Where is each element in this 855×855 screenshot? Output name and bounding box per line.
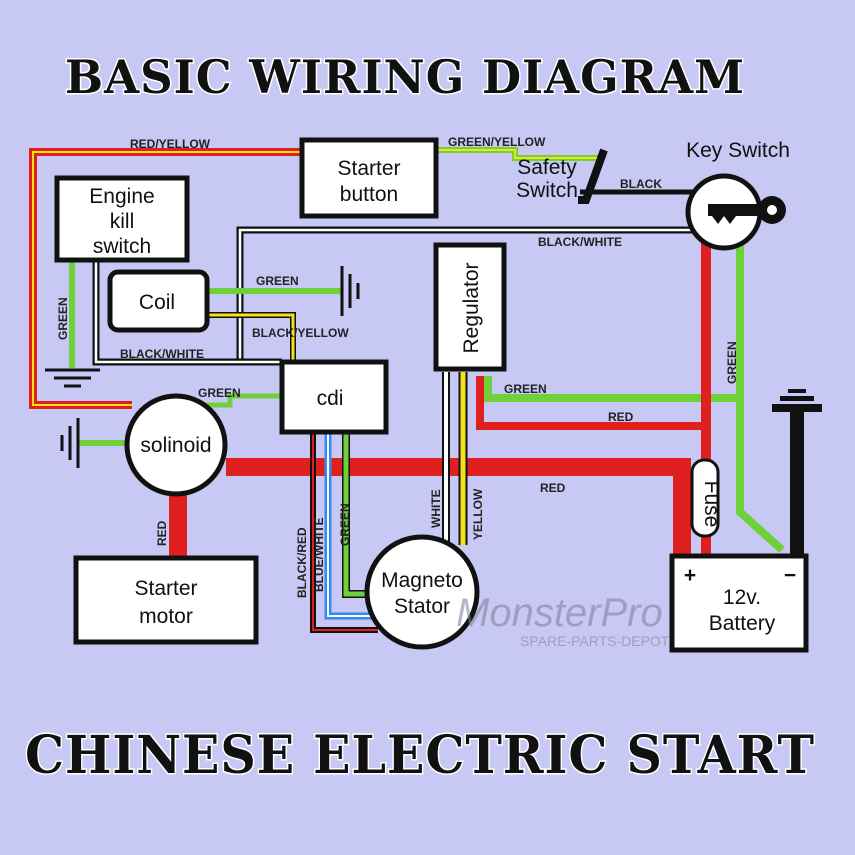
label-green-regulator: GREEN <box>504 382 547 396</box>
label-green-solenoid: GREEN <box>198 386 241 400</box>
label-red-regulator: RED <box>608 410 634 424</box>
title-top: BASIC WIRING DIAGRAM <box>65 50 745 104</box>
key-switch: Key Switch <box>685 139 790 251</box>
wire-black-yellow <box>207 312 296 362</box>
safety-switch: Safety Switch <box>516 148 608 204</box>
watermark-brand: MonsterPro <box>456 591 663 635</box>
label-green-stator: GREEN <box>338 503 352 546</box>
wire-green-regulator <box>484 376 740 402</box>
battery: + − 12v. Battery <box>669 553 809 653</box>
coil: Coil <box>107 269 210 333</box>
battery-line2: Battery <box>709 612 776 635</box>
battery-plus: + <box>684 564 696 587</box>
kill-switch-line1: Engine <box>89 185 154 208</box>
wire-black-white-left <box>92 258 282 366</box>
engine-kill-switch: Engine kill switch <box>54 175 190 263</box>
label-red-yellow: RED/YELLOW <box>130 137 211 151</box>
ground-icon-kill <box>45 368 100 388</box>
label-green-kill: GREEN <box>56 297 70 340</box>
wires <box>29 147 822 633</box>
stator-line2: Stator <box>394 595 450 618</box>
key-switch-label: Key Switch <box>686 139 790 162</box>
wire-red-yellow <box>29 148 302 409</box>
starter-button-line2: button <box>340 183 398 206</box>
fuse: Fuse <box>690 458 723 538</box>
label-black-red: BLACK/RED <box>295 527 309 598</box>
solenoid: solinoid <box>124 393 228 497</box>
fuse-label: Fuse <box>700 481 723 528</box>
label-green-key: GREEN <box>725 341 739 384</box>
watermark-logo: MonsterPro SPARE-PARTS-DEPOT <box>456 591 670 649</box>
safety-switch-line1: Safety <box>517 156 577 179</box>
label-red-starter: RED <box>155 520 169 546</box>
solenoid-label: solinoid <box>140 434 211 457</box>
starter-button-line1: Starter <box>337 157 400 180</box>
title-bottom: CHINESE ELECTRIC START <box>25 725 815 786</box>
label-green-coil: GREEN <box>256 274 299 288</box>
wire-green-stator <box>342 432 372 598</box>
wire-red-regulator <box>476 376 704 430</box>
label-white: WHITE <box>429 489 443 528</box>
watermark-sub: SPARE-PARTS-DEPOT <box>520 633 670 649</box>
wire-labels: RED/YELLOW GREEN/YELLOW BLACK BLACK/WHIT… <box>56 135 739 598</box>
battery-minus: − <box>784 564 796 587</box>
label-yellow: YELLOW <box>471 488 485 540</box>
safety-switch-lever-icon <box>578 148 608 204</box>
starter-button: Starter button <box>299 137 439 219</box>
kill-switch-line3: switch <box>93 235 151 258</box>
ground-icon-coil <box>340 266 360 316</box>
label-black-white-left: BLACK/WHITE <box>120 347 204 361</box>
kill-switch-line2: kill <box>110 210 135 233</box>
wire-green-key <box>736 240 785 553</box>
coil-label: Coil <box>139 291 175 314</box>
label-black-yellow: BLACK/YELLOW <box>252 326 349 340</box>
magneto-stator: Magneto Stator <box>364 534 480 650</box>
safety-switch-line2: Switch <box>516 179 578 202</box>
starter-motor: Starter motor <box>73 555 259 645</box>
regulator: Regulator <box>433 242 507 372</box>
starter-motor-line1: Starter <box>134 577 197 600</box>
wire-red-main <box>226 458 691 556</box>
wire-green-yellow <box>434 147 600 161</box>
label-red-main: RED <box>540 481 566 495</box>
label-blue-white: BLUE/WHITE <box>312 517 326 592</box>
label-black: BLACK <box>620 177 662 191</box>
battery-terminal-cap <box>772 404 822 412</box>
key-icon <box>708 196 786 224</box>
stator-line1: Magneto <box>381 569 463 592</box>
battery-terminal-post <box>790 410 804 560</box>
starter-motor-line2: motor <box>139 605 193 628</box>
regulator-label: Regulator <box>460 262 483 353</box>
ground-icon-solenoid <box>60 418 80 468</box>
label-black-white-top: BLACK/WHITE <box>538 235 622 249</box>
battery-line1: 12v. <box>723 586 761 609</box>
wire-blue-white <box>324 432 374 620</box>
cdi-label: cdi <box>317 387 344 410</box>
label-green-yellow: GREEN/YELLOW <box>448 135 546 149</box>
wire-black-red <box>310 432 378 633</box>
cdi-unit: cdi <box>279 359 389 435</box>
